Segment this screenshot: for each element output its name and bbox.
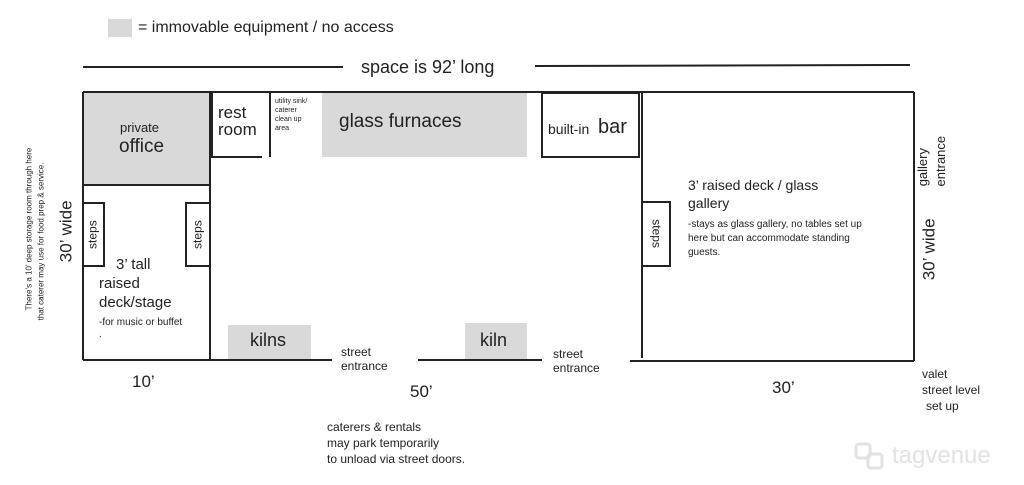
street-entrance-2-line1: street	[553, 347, 584, 361]
restroom-label-2: room	[218, 120, 257, 139]
gallery-title-1: 3’ raised deck / glass	[688, 177, 819, 193]
office-label-small: private	[120, 120, 160, 135]
kilns-label: kilns	[250, 330, 287, 350]
watermark-text: tagvenue	[892, 442, 991, 469]
gallery-note-1: -stays as glass gallery, no tables set u…	[688, 219, 862, 230]
legend-swatch	[108, 19, 132, 37]
gallery-entrance-1: gallery	[914, 148, 930, 187]
office-fill	[84, 93, 210, 185]
street-entrance-1-line2: entrance	[341, 359, 388, 373]
legend-label: = immovable equipment / no access	[138, 19, 394, 36]
steps-left-box	[84, 202, 105, 267]
restroom-walls	[211, 93, 262, 158]
kiln-label: kiln	[480, 330, 508, 350]
gallery-entrance-2: entrance	[932, 135, 948, 187]
seg-right-label: 30’	[772, 378, 795, 397]
stage-title-3: deck/stage	[99, 294, 172, 311]
gallery-note-2: here but can accommodate standing	[688, 233, 850, 244]
storage-note-line-2: that caterer may use for food prep & ser…	[36, 162, 46, 321]
caterers-line-2: may park temporarily	[327, 436, 440, 450]
utility-label-1: utility sink/	[275, 98, 308, 105]
bar-label-small: built-in	[548, 121, 590, 137]
caterers-line-3: to unload via street doors.	[327, 452, 466, 466]
street-entrance-1-line1: street	[341, 345, 372, 359]
seg-mid-label: 50’	[410, 382, 433, 401]
stage-title-2: raised	[99, 275, 140, 292]
bar-label-big: bar	[598, 116, 627, 138]
seg-left-label: 10’	[132, 372, 155, 391]
kilns-fill	[228, 325, 311, 360]
furnaces-label: glass furnaces	[339, 111, 462, 132]
utility-label-3: clean up	[275, 116, 302, 123]
storage-note-line-1: There’s a 10’ deep storage room through …	[24, 147, 34, 311]
street-entrance-2-line2: entrance	[553, 361, 600, 375]
office-label-big: office	[119, 136, 165, 157]
watermark-logo-icon	[854, 442, 884, 470]
steps-mid-box	[185, 202, 210, 267]
valet-line-3: set up	[926, 399, 959, 413]
valet-line-1: valet	[922, 367, 948, 381]
stage-title-1: 3’ tall	[116, 256, 151, 273]
steps-mid-label: steps	[190, 220, 205, 249]
steps-left-label: steps	[85, 220, 100, 249]
kiln-fill	[465, 323, 527, 360]
utility-label-4: area	[275, 125, 290, 132]
length-line-right	[534, 64, 911, 67]
stage-dot: .	[99, 329, 102, 340]
gallery-title-2: gallery	[688, 195, 730, 211]
watermark: tagvenue	[852, 440, 1012, 474]
utility-label-2: caterer	[275, 107, 297, 114]
width-left-label: 30’ wide	[56, 200, 76, 263]
steps-right-box	[642, 201, 671, 267]
caterers-line-1: caterers & rentals	[327, 420, 422, 434]
furnaces-fill	[322, 93, 527, 157]
width-right-label: 30’ wide	[919, 218, 939, 281]
steps-right-label: steps	[649, 219, 664, 248]
bar-box	[541, 92, 640, 158]
length-label: space is 92’ long	[361, 57, 495, 77]
valet-line-2: street level	[922, 383, 981, 397]
stage-note: -for music or buffet	[99, 317, 183, 328]
gallery-note-3: guests.	[688, 247, 721, 258]
restroom-label-1: rest	[218, 103, 247, 122]
